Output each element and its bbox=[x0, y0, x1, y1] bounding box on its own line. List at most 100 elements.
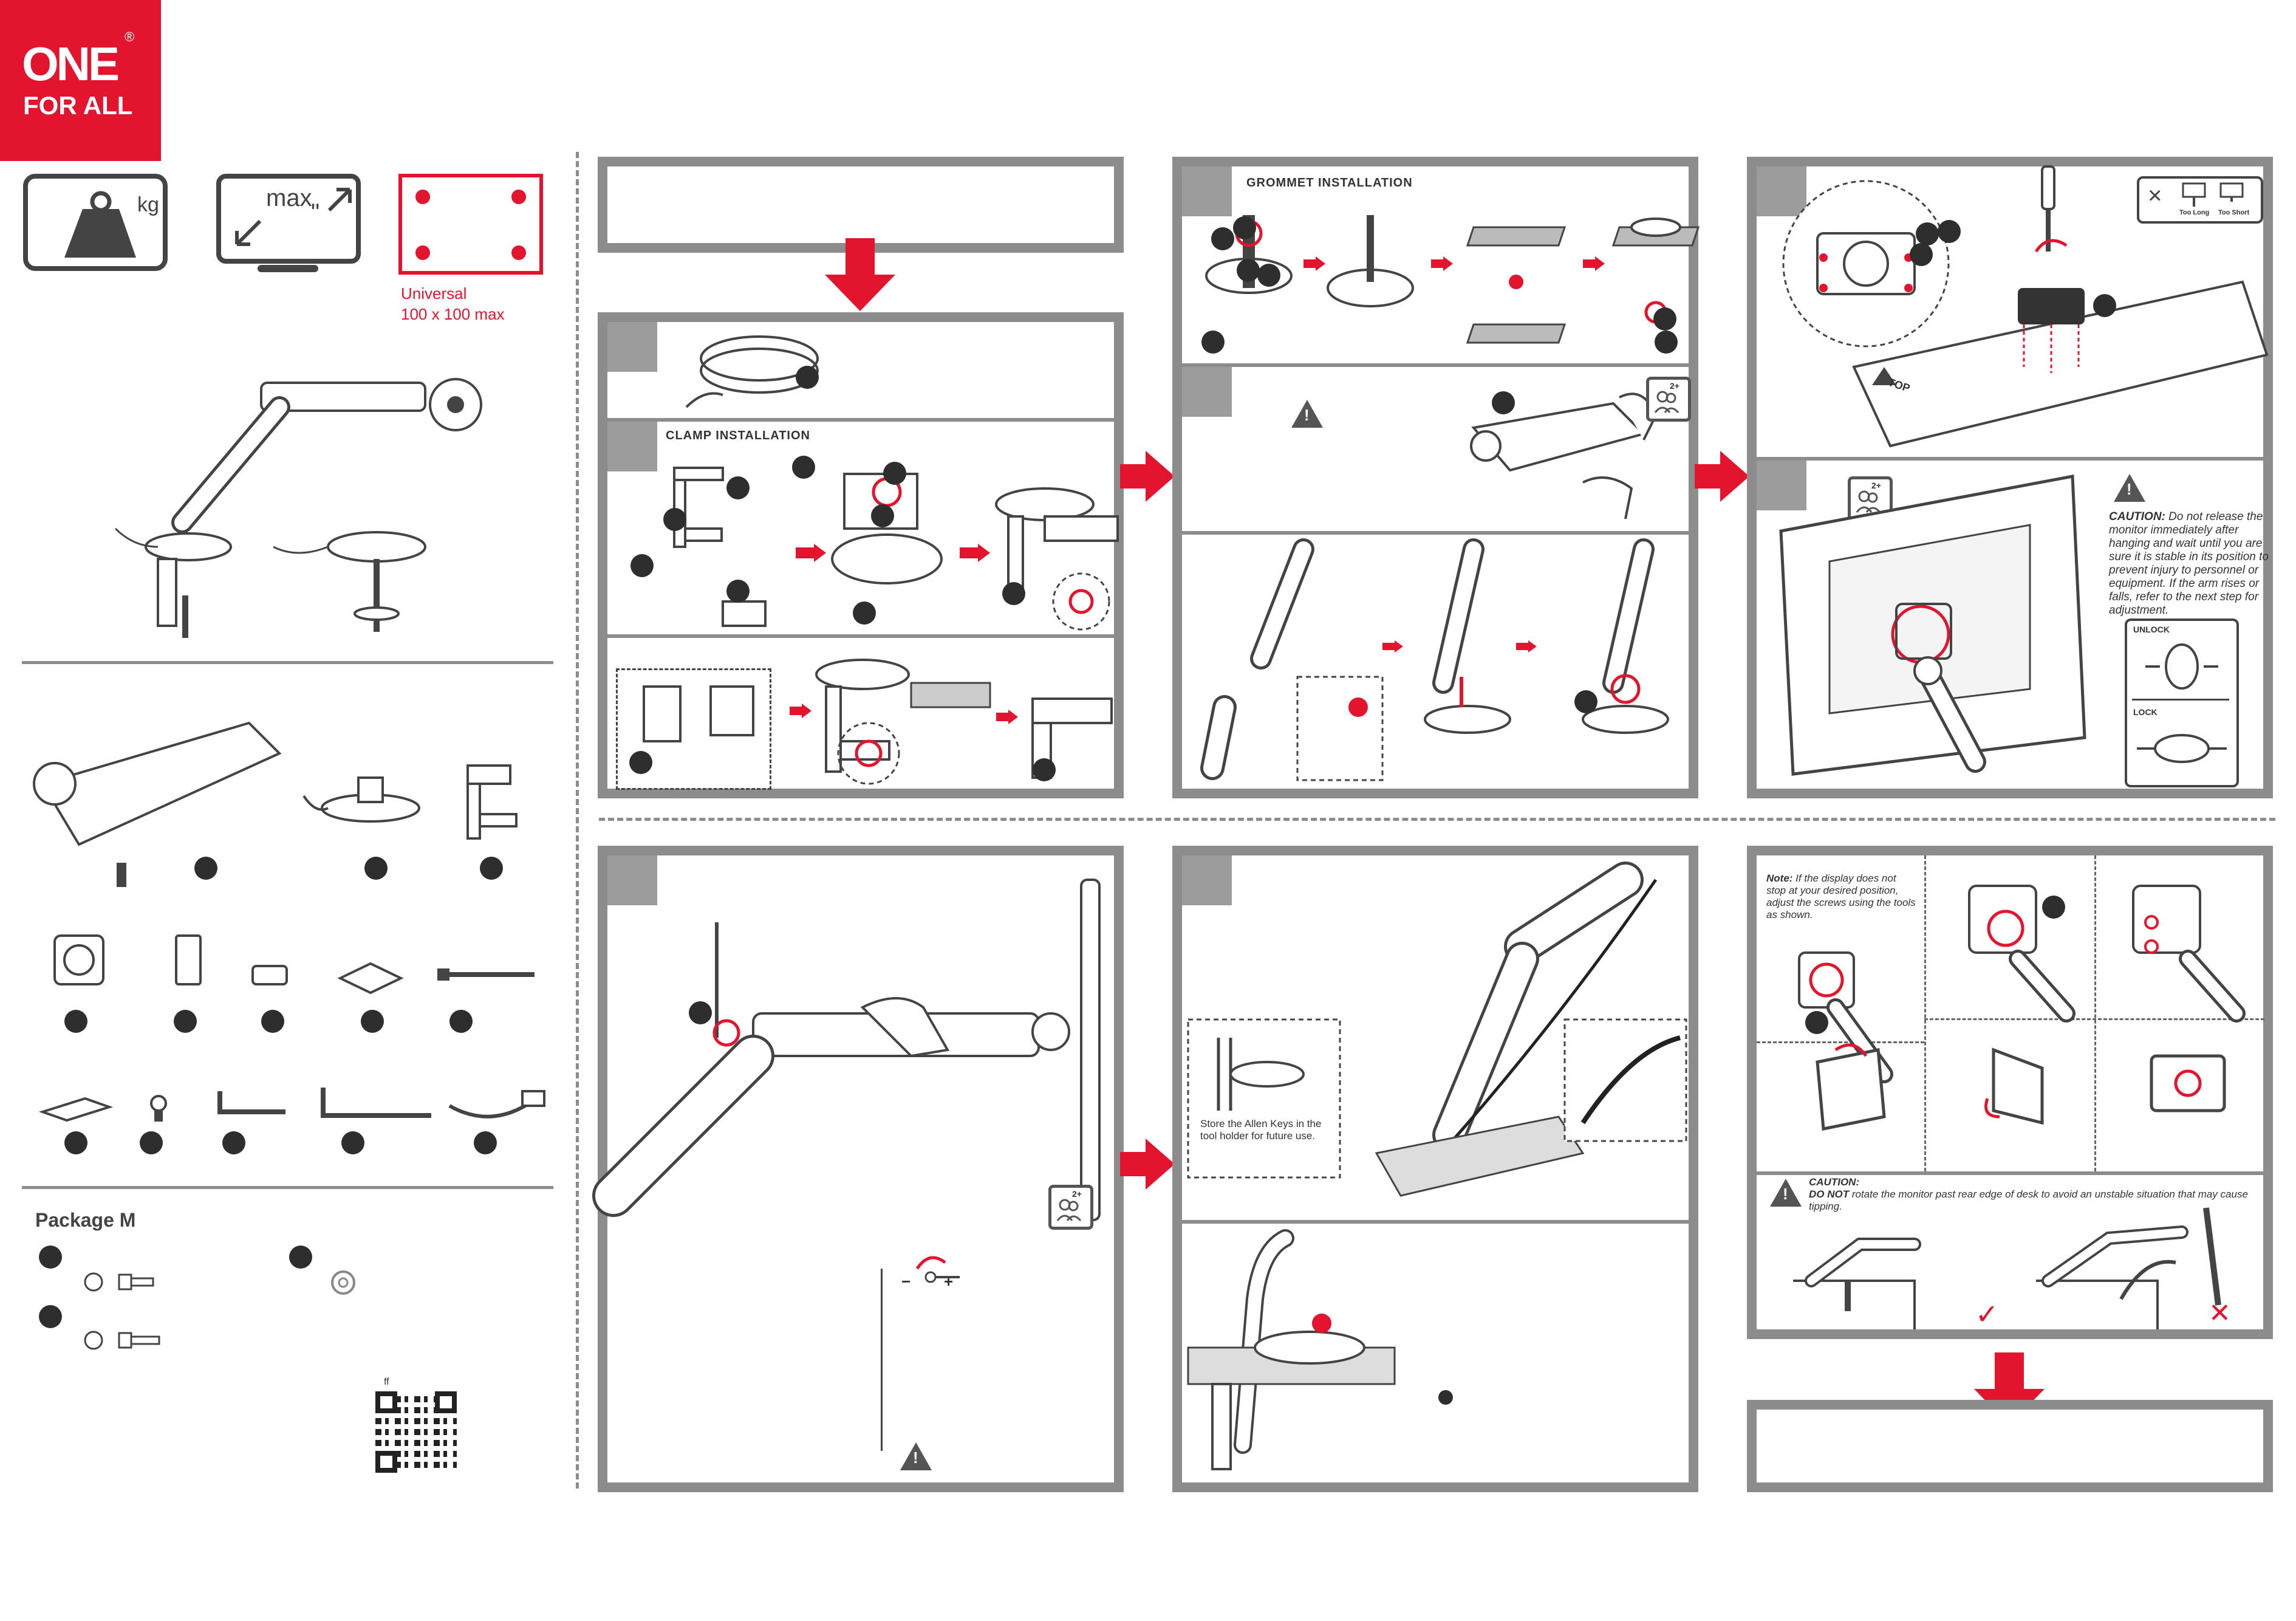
part-marker bbox=[194, 857, 217, 880]
package-title: Package M bbox=[35, 1209, 136, 1231]
part-marker bbox=[1574, 690, 1597, 713]
release-caution: CAUTION: Do not release the monitor imme… bbox=[2109, 510, 2273, 617]
subpanel-divider bbox=[1182, 363, 1689, 367]
two-person-label: 2+ bbox=[1072, 1189, 1082, 1199]
bad-mark: ✕ bbox=[2209, 1298, 2231, 1328]
step5-panel: Store the Allen Keys in the tool holder … bbox=[1172, 846, 1698, 1492]
allen-key-small-part bbox=[217, 1091, 285, 1114]
size-label: max bbox=[266, 185, 312, 211]
cable-clip-part bbox=[251, 965, 288, 985]
too-long-label: Too Long bbox=[2179, 209, 2210, 216]
screw-m-long-icon bbox=[84, 1331, 160, 1350]
arm-attach-illustration bbox=[1470, 392, 1658, 519]
column-divider bbox=[576, 152, 579, 1489]
arm-mounting-illustration bbox=[1200, 538, 1669, 781]
lock-guide: UNLOCK LOCK bbox=[2125, 619, 2239, 787]
release-caution-text: Do not release the monitor immediately a… bbox=[2109, 510, 2269, 617]
warning-icon bbox=[1291, 400, 1323, 428]
rotate-caution: CAUTION: DO NOT rotate the monitor past … bbox=[1809, 1176, 2258, 1213]
part-marker bbox=[1910, 243, 1933, 266]
part-marker bbox=[663, 508, 686, 531]
part-marker bbox=[726, 476, 750, 499]
part-marker bbox=[1938, 220, 1961, 243]
two-person-label: 2+ bbox=[1670, 381, 1679, 391]
right-arrow bbox=[1695, 451, 1749, 502]
part-marker bbox=[871, 504, 894, 527]
part-marker bbox=[474, 1131, 497, 1154]
part-marker bbox=[480, 857, 503, 880]
part-marker bbox=[1492, 391, 1515, 414]
subpanel-divider bbox=[1757, 457, 2263, 461]
part-marker bbox=[1805, 1011, 1828, 1034]
step2-panel: GROMMET INSTALLATION 2+ bbox=[1172, 157, 1700, 798]
wrong-icon: × bbox=[2148, 182, 2162, 209]
part-marker bbox=[1655, 331, 1678, 354]
part-marker bbox=[1033, 758, 1056, 781]
part-marker bbox=[261, 1010, 284, 1033]
screw-m-icon bbox=[84, 1272, 154, 1292]
divider bbox=[22, 661, 553, 664]
step4-panel: 2+ − + bbox=[592, 846, 1124, 1492]
vesa-line1: Universal bbox=[401, 284, 467, 303]
clamp-part-illustration bbox=[466, 764, 518, 840]
part-marker bbox=[2093, 294, 2116, 317]
clamp-installation-label: CLAMP INSTALLATION bbox=[666, 429, 810, 442]
part-marker bbox=[1438, 1390, 1453, 1405]
subpanel-divider bbox=[607, 634, 1114, 638]
step-tab bbox=[1182, 166, 1232, 216]
size-unit: " bbox=[311, 199, 320, 226]
part-marker bbox=[64, 1131, 87, 1154]
grid-line-h1 bbox=[1924, 1018, 2264, 1020]
usb-cable-part bbox=[448, 1090, 545, 1119]
store-keys-text: Store the Allen Keys in the tool holder … bbox=[1200, 1118, 1346, 1142]
minus-sign: − bbox=[901, 1272, 911, 1290]
part-marker bbox=[883, 462, 906, 485]
part-marker bbox=[1653, 307, 1676, 331]
part-marker bbox=[449, 1010, 473, 1033]
cable-routing-illustration bbox=[1187, 1229, 1396, 1470]
washer-icon bbox=[331, 1270, 355, 1295]
too-short-label: Too Short bbox=[2218, 209, 2250, 216]
mount-plate-part bbox=[337, 962, 404, 995]
grommet-base-illustration bbox=[685, 335, 819, 408]
logo-line1: ONE bbox=[22, 37, 120, 91]
subpanel-divider bbox=[1182, 1220, 1689, 1224]
vesa-pattern-icon bbox=[398, 174, 543, 275]
warning-icon bbox=[2114, 474, 2145, 502]
adjust-scale-line bbox=[881, 1269, 883, 1451]
subpanel-divider bbox=[1182, 531, 1689, 535]
screw-length-guide: × Too Long Too Short bbox=[2137, 176, 2263, 224]
part-marker bbox=[1916, 222, 1939, 245]
part-marker bbox=[630, 554, 654, 577]
tool-holder-part bbox=[175, 934, 202, 985]
package-marker bbox=[39, 1246, 62, 1269]
part-marker bbox=[796, 366, 819, 389]
part-marker bbox=[1211, 227, 1234, 250]
qr-mark: ff bbox=[384, 1377, 389, 1387]
part-marker bbox=[853, 601, 876, 625]
step6-panel: Note: If the display does not stop at yo… bbox=[1747, 846, 2273, 1339]
part-marker bbox=[1002, 582, 1025, 605]
weight-unit: kg bbox=[137, 193, 159, 216]
down-arrow bbox=[825, 238, 895, 311]
vesa-mount-illustration bbox=[1782, 165, 2269, 448]
arm-part-illustration bbox=[33, 721, 282, 887]
unlock-label: UNLOCK bbox=[2133, 625, 2170, 634]
part-marker bbox=[361, 1010, 384, 1033]
step-tab bbox=[1182, 855, 1232, 905]
subpanel-divider bbox=[1757, 1171, 2263, 1175]
rotate-caution-bold: DO NOT bbox=[1809, 1188, 1850, 1200]
vesa-plate-part bbox=[53, 934, 104, 985]
part-marker bbox=[1237, 259, 1260, 282]
step-tab bbox=[607, 855, 657, 905]
grid-line-v1 bbox=[1924, 855, 1926, 1171]
step-tab bbox=[1182, 367, 1232, 417]
rotate-adjust-icon bbox=[915, 1256, 960, 1283]
part-marker bbox=[1233, 216, 1256, 239]
screw-part bbox=[150, 1095, 167, 1122]
part-marker bbox=[2042, 896, 2065, 919]
bolt-part bbox=[437, 968, 535, 981]
lock-label: LOCK bbox=[2133, 707, 2158, 717]
logo-line2: FOR ALL bbox=[23, 91, 133, 120]
two-person-icon: 2+ bbox=[1048, 1185, 1093, 1230]
